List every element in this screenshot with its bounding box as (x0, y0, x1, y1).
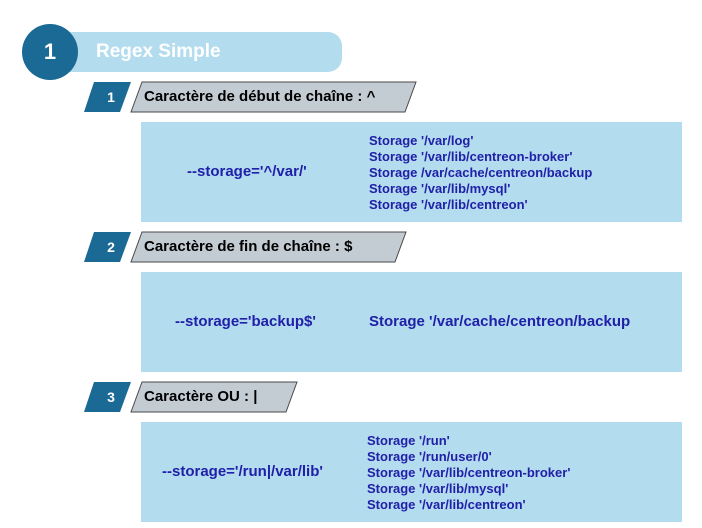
result-item: Storage /var/cache/centreon/backup (369, 165, 593, 180)
result-item: Storage '/var/lib/centreon-broker' (367, 465, 571, 480)
section-header-shape-3 (84, 381, 298, 413)
result-item: Storage '/var/lib/centreon' (369, 197, 528, 212)
result-item: Storage '/var/lib/mysql' (367, 481, 509, 496)
result-item: Storage '/var/lib/mysql' (369, 181, 511, 196)
section-header-2: 2 Caractère de fin de chaîne : $ (0, 231, 702, 266)
regex-pattern-2: --storage='backup$' (175, 313, 316, 330)
regex-pattern-1: --storage='^/var/' (187, 163, 307, 180)
example-box-2: --storage='backup$' Storage '/var/cache/… (141, 272, 682, 372)
result-list-1: Storage '/var/log' Storage '/var/lib/cen… (369, 133, 592, 213)
section-number-tag-3 (84, 382, 131, 412)
section-title-1: Caractère de début de chaîne : ^ (144, 88, 376, 105)
regex-pattern-3: --storage='/run|/var/lib' (162, 463, 323, 480)
section-header-shape-1 (84, 81, 417, 113)
main-title: Regex Simple (96, 41, 221, 62)
section-title-3: Caractère OU : | (144, 388, 258, 405)
section-number-tag-2 (84, 232, 131, 262)
section-header-shape-2 (84, 231, 407, 263)
section-header-1: 1 Caractère de début de chaîne : ^ (0, 81, 702, 116)
example-box-1: --storage='^/var/' Storage '/var/log' St… (141, 122, 682, 222)
section-title-2: Caractère de fin de chaîne : $ (144, 238, 353, 255)
section-title-tag-1 (130, 81, 417, 113)
result-item: Storage '/var/lib/centreon-broker' (369, 149, 573, 164)
main-number-badge: 1 (22, 24, 78, 80)
result-list-3: Storage '/run' Storage '/run/user/0' Sto… (367, 433, 570, 513)
section-header-3: 3 Caractère OU : | (0, 381, 702, 416)
result-item: Storage '/run/user/0' (367, 449, 492, 464)
section-title-tag-2 (130, 231, 407, 263)
result-item: Storage '/run' (367, 433, 450, 448)
result-item: Storage '/var/log' (369, 133, 474, 148)
example-box-3: --storage='/run|/var/lib' Storage '/run'… (141, 422, 682, 522)
section-number-2: 2 (107, 239, 115, 255)
section-number-tag-1 (84, 82, 131, 112)
main-title-banner (50, 32, 342, 72)
section-number-3: 3 (107, 389, 115, 405)
main-header: Regex Simple 1 (0, 0, 702, 90)
section-number-1: 1 (107, 89, 115, 105)
section-title-tag-3 (130, 381, 298, 413)
result-item: Storage '/var/lib/centreon' (367, 497, 526, 512)
result-item: Storage '/var/cache/centreon/backup (369, 313, 631, 330)
